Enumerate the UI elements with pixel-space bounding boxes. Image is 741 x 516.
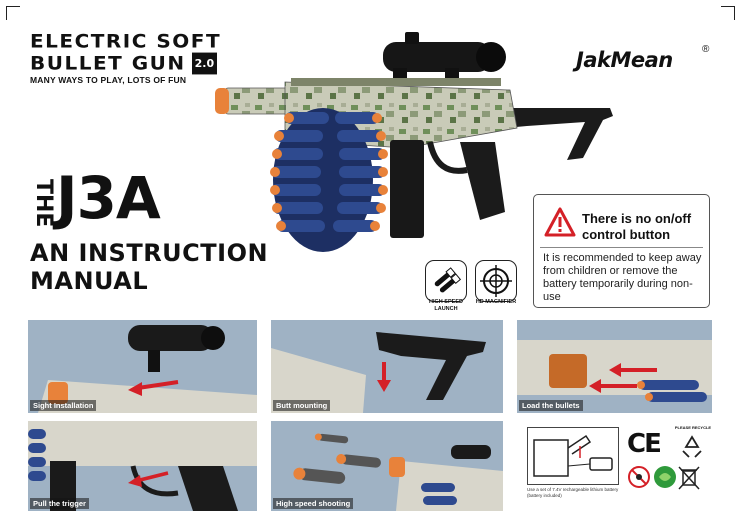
warning-divider [540,247,703,248]
high-speed-launch-icon [425,260,467,302]
version-badge: 2.0 [191,52,218,75]
battery-note: Use a set of 7.4V rechargeable lithium b… [527,487,619,498]
title-line-1: ELECTRIC SOFT [30,29,222,53]
dart-drum [270,108,388,252]
crop-mark-top-right [721,6,735,20]
brand-logo: JakMean [576,48,673,72]
tagline: MANY WAYS TO PLAY, LOTS OF FUN [30,75,187,85]
step-caption: Pull the trigger [30,498,89,509]
battery-diagram [527,427,619,485]
step-caption: Butt mounting [273,400,331,411]
document-title: AN INSTRUCTION MANUAL [30,239,269,295]
step-panel-butt-mounting: Butt mounting [271,320,503,413]
hd-magnifier-icon [475,260,517,302]
crop-mark-top-left [6,6,20,20]
weee-bin-icon [678,466,700,490]
step-caption: Sight Installation [30,400,97,411]
step-panel-sight-installation: Sight Installation [28,320,257,413]
step-panel-high-speed-shooting: High speed shooting [271,421,503,511]
certification-area: Use a set of 7.4V rechargeable lithium b… [527,423,717,509]
green-dot-icon [654,466,676,488]
recycle-icon [682,435,702,458]
warning-body: It is recommended to keep away from chil… [543,252,702,303]
feature-label-hd-magnifier: HD MAGNIFIER [475,299,517,305]
warning-title: There is no on/off control button [582,211,692,242]
registered-mark: ® [702,44,710,55]
recycle-label: PLEASE RECYCLE [674,425,712,430]
step-panel-load-bullets: Load the bullets [517,320,712,413]
gun-hero-illustration [215,32,613,252]
age-restriction-icon [628,466,650,488]
ce-mark: CE [627,429,662,459]
warning-notice: There is no on/off control button It is … [533,194,710,308]
model-name: J3A [56,164,161,232]
step-caption: Load the bullets [519,400,583,411]
title-prefix: THE [31,179,56,228]
step-panel-pull-trigger: Pull the trigger [28,421,257,511]
warning-triangle-icon [544,207,576,237]
step-caption: High speed shooting [273,498,354,509]
